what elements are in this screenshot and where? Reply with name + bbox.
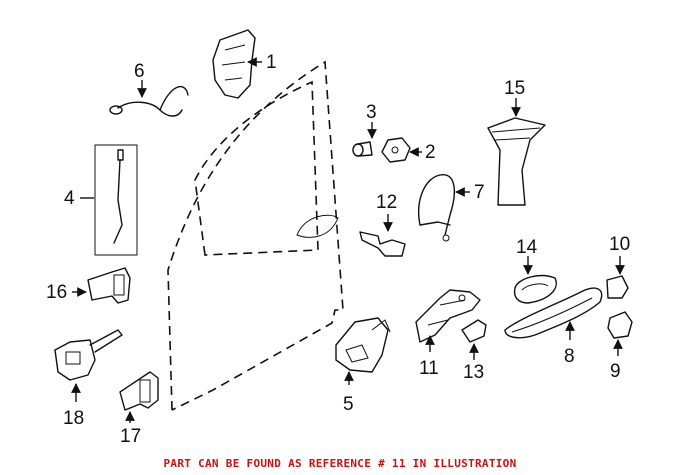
callout-6: 6 (134, 61, 145, 82)
part-1-lock-actuator: 1 (212, 29, 277, 99)
part-12-switch: 12 (359, 192, 406, 257)
callout-14: 14 (516, 237, 538, 258)
part-9-cap: 9 (607, 311, 633, 382)
callout-13: 13 (463, 362, 484, 383)
callout-8: 8 (564, 346, 575, 367)
callout-17: 17 (120, 426, 141, 447)
door-outline (167, 60, 344, 411)
callout-10: 10 (609, 234, 630, 255)
callout-4: 4 (64, 188, 75, 209)
part-6-wire-harness: 6 (109, 61, 189, 117)
part-15-shield: 15 (487, 78, 546, 206)
callout-3: 3 (366, 102, 377, 123)
callout-1: 1 (266, 52, 277, 73)
part-10-end-cap: 10 (606, 234, 630, 299)
callout-11: 11 (419, 358, 439, 379)
part-13-cylinder-cover: 13 (461, 319, 487, 383)
callout-7: 7 (474, 182, 485, 203)
part-8-outside-handle: 8 (504, 287, 603, 367)
callout-18: 18 (63, 408, 84, 429)
callout-16: 16 (46, 282, 67, 303)
part-7-cable: 7 (418, 174, 485, 242)
part-3-bushing: 3 (352, 102, 377, 157)
part-17-hinge: 17 (119, 371, 159, 447)
part-18-door-check: 18 (54, 329, 123, 429)
part-14-gasket: 14 (513, 237, 557, 304)
callout-2: 2 (425, 142, 436, 163)
part-11-handle-carrier: 11 (415, 289, 481, 379)
part-4-lock-rod: 4 (64, 144, 138, 256)
part-2-bracket: 2 (381, 137, 436, 163)
callout-5: 5 (343, 394, 354, 415)
callout-15: 15 (504, 78, 525, 99)
callout-9: 9 (610, 361, 621, 382)
part-16-hinge: 16 (46, 267, 131, 304)
callout-12: 12 (376, 192, 397, 213)
reference-footnote: PART CAN BE FOUND AS REFERENCE # 11 IN I… (163, 457, 517, 470)
part-5-door-latch: 5 (335, 317, 391, 415)
